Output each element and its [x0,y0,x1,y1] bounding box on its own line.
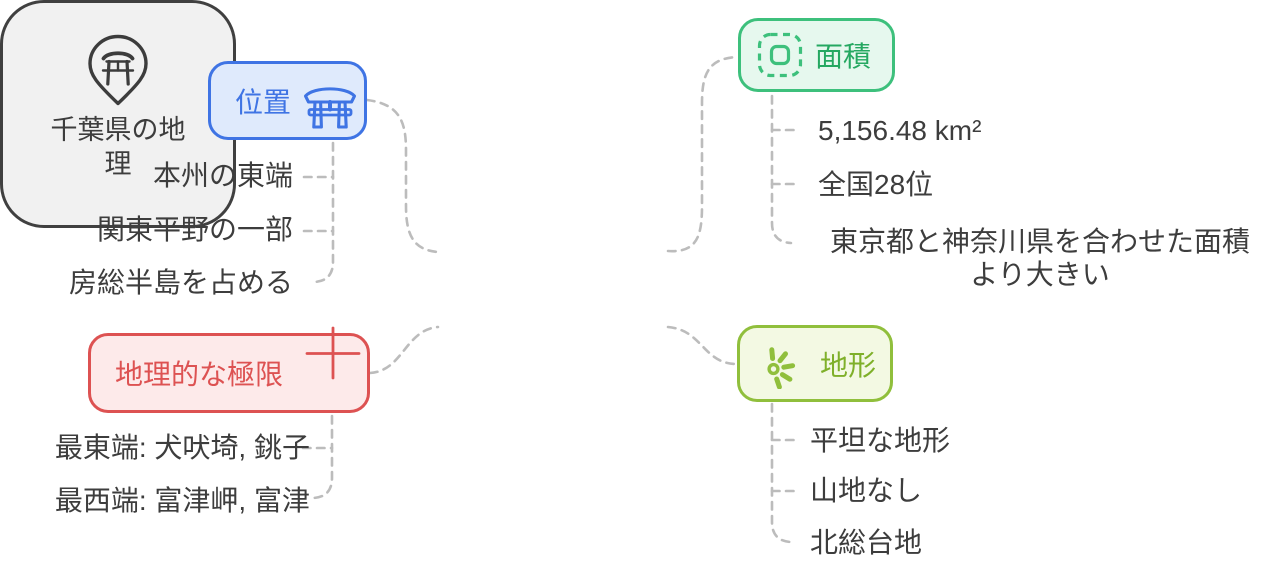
leaf-area-rank[interactable]: 全国28位 [818,169,934,200]
trunk-ichi [312,141,335,284]
branch-node-location-label: 位置 [235,86,292,118]
branch-node-location[interactable]: 位置 [208,61,367,140]
trunk-kyokugen [311,414,334,500]
branch-node-area[interactable]: 面積 [738,18,895,92]
trunk-chikei [770,402,793,544]
edge-kyokugen-central [368,325,440,375]
area-scan-icon [757,32,803,78]
leaf-no-mountains[interactable]: 山地なし [810,475,923,506]
branch-node-extremes[interactable]: 地理的な極限 [88,326,370,413]
leaf-westernmost[interactable]: 最西端: 富津岬, 富津 [54,485,310,516]
leaf-boso-peninsula[interactable]: 房総半島を占める [68,267,293,298]
branch-node-area-label: 面積 [815,41,872,72]
central-node-label: 千葉県の地理 [50,115,186,179]
rays-icon [767,346,796,389]
edge-ichi-central [365,98,440,254]
leaf-flat-terrain[interactable]: 平坦な地形 [810,425,951,456]
torii-map-pin-icon [88,34,148,106]
central-node-chiba-geography[interactable]: 千葉県の地理 [0,0,236,228]
leaf-kanto-plain[interactable]: 関東平野の一部 [96,214,293,245]
leaf-hokuso-plateau[interactable]: 北総台地 [810,527,923,558]
cross-icon [305,326,361,380]
branch-node-extremes-label: 地理的な極限 [115,359,284,390]
trunk-menseki [770,94,793,245]
torii-gate-icon [303,87,357,129]
leaf-area-comparison[interactable]: 東京都と神奈川県を合わせた面積より大きい [829,226,1250,290]
branch-node-terrain-label: 地形 [820,349,877,381]
leaf-easternmost[interactable]: 最東端: 犬吠埼, 銚子 [54,432,310,463]
branch-node-terrain[interactable]: 地形 [737,325,893,402]
leaf-honshu-east-end[interactable]: 本州の東端 [152,160,293,191]
edge-central-chikei [666,325,739,366]
edge-central-menseki [666,55,740,253]
leaf-area-value[interactable]: 5,156.48 km² [818,115,982,146]
